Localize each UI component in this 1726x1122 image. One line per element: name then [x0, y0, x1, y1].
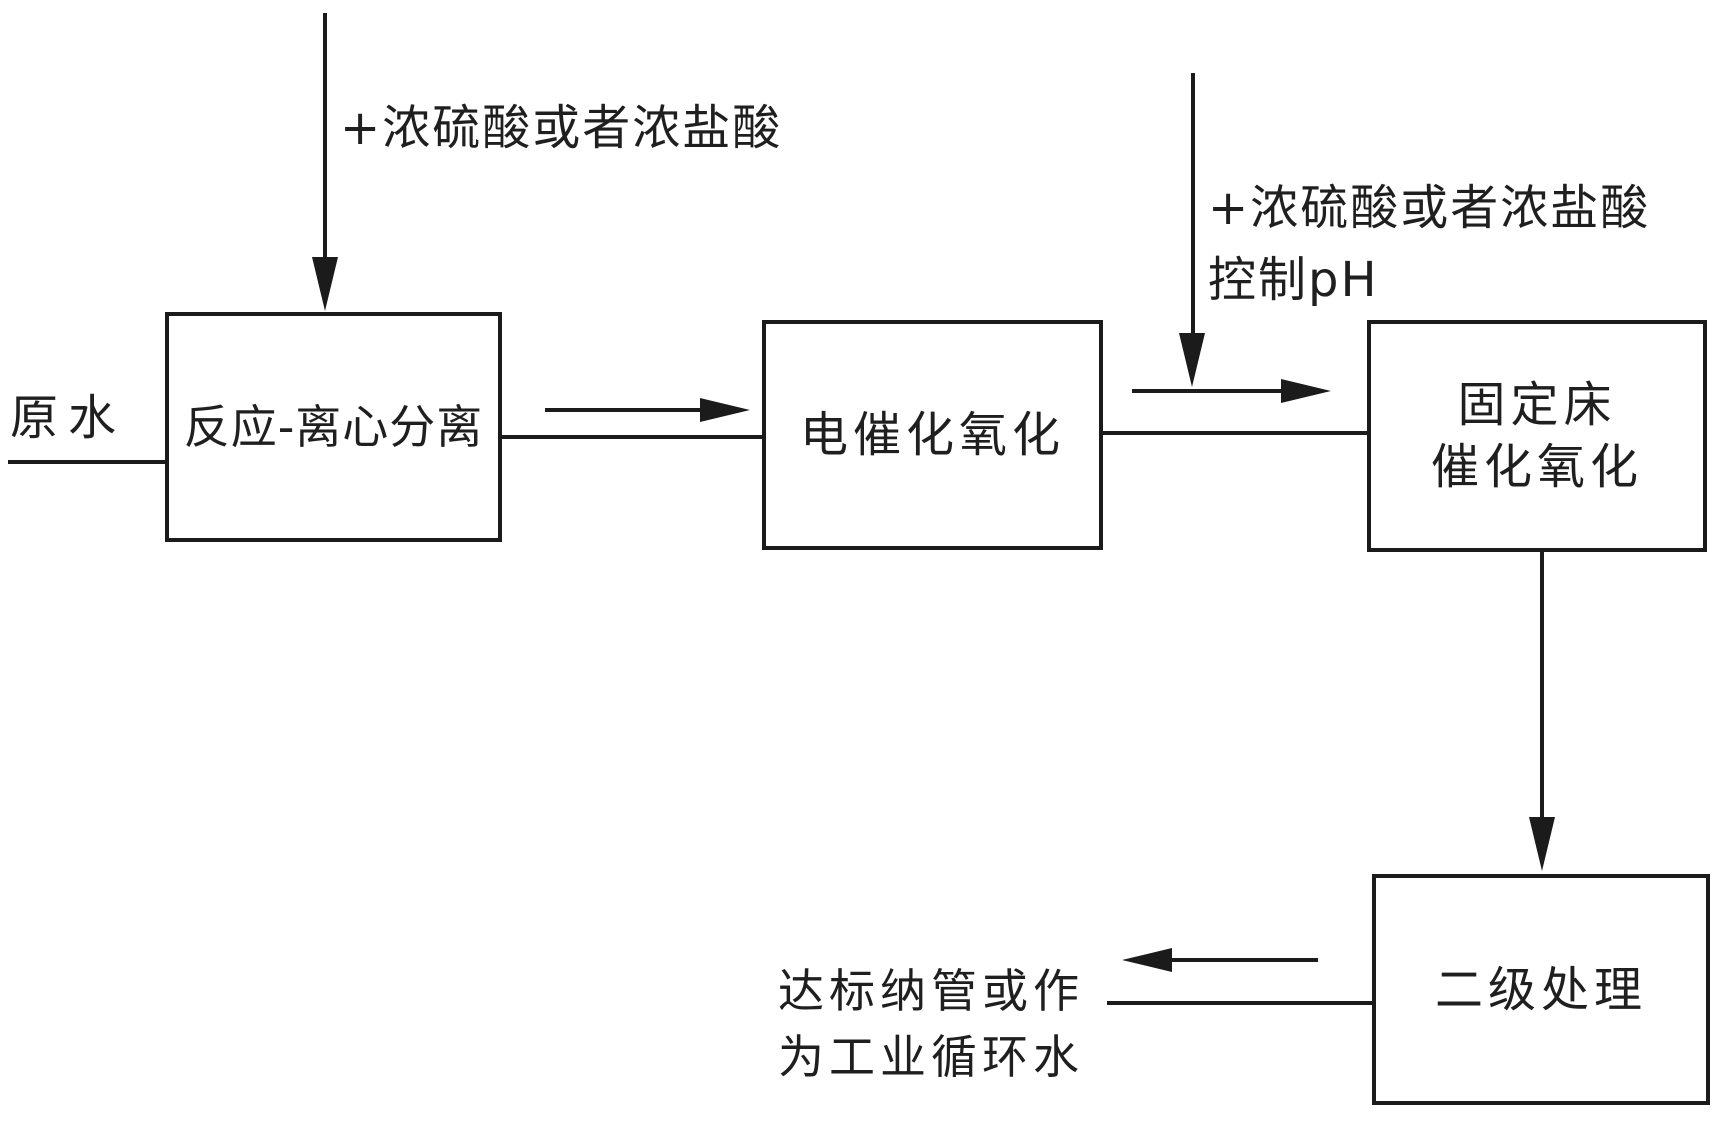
process-box-3-label-line1: 固定床 [1457, 377, 1617, 433]
acid-feed-1-arrowhead-icon [312, 257, 338, 311]
process-box-2-label: 电催化氧化 [799, 407, 1065, 463]
process-box-reaction-centrifugal-separation: 反应-离心分离 [165, 312, 502, 542]
acid-feed-1-text: +浓硫酸或者浓盐酸 [340, 100, 783, 156]
connector-box1-box2-arrowhead-icon [700, 398, 750, 422]
acid-feed-1-label: +浓硫酸或者浓盐酸 [340, 92, 782, 164]
acid-feed-2-text-line1: +浓硫酸或者浓盐酸 [1208, 180, 1651, 236]
raw-water-label: 原水 [10, 382, 126, 454]
outflow-arrow-line [1170, 958, 1318, 962]
process-box-electrocatalytic-oxidation: 电催化氧化 [762, 320, 1103, 550]
outflow-line [1107, 1001, 1372, 1005]
process-box-fixed-bed-catalytic-oxidation: 固定床 催化氧化 [1367, 320, 1707, 552]
outflow-text-line2: 为工业循环水 [778, 1030, 1084, 1084]
connector-box3-box4-arrowhead-icon [1529, 817, 1555, 871]
connector-box2-box3-line [1103, 431, 1367, 435]
process-box-1-label: 反应-离心分离 [183, 400, 484, 454]
process-box-secondary-treatment: 二级处理 [1372, 874, 1710, 1105]
acid-feed-1-line [323, 13, 327, 260]
process-box-4-label: 二级处理 [1434, 961, 1647, 1018]
raw-water-text: 原水 [10, 390, 127, 446]
raw-water-line [8, 460, 167, 464]
connector-box2-box3-arrowhead-icon [1281, 379, 1331, 403]
process-box-3-label-line2: 催化氧化 [1430, 439, 1643, 495]
acid-feed-2-arrowhead-icon [1179, 333, 1205, 387]
connector-box3-box4-line [1540, 552, 1544, 818]
connector-box1-box2-arrow-line [545, 408, 703, 412]
acid-feed-2-label: +浓硫酸或者浓盐酸 控制pH [1208, 172, 1650, 316]
outflow-label: 达标纳管或作 为工业循环水 [778, 958, 1084, 1090]
outflow-arrowhead-icon [1122, 948, 1172, 972]
acid-feed-2-text-line2: 控制pH [1208, 252, 1379, 308]
acid-feed-2-line [1191, 73, 1195, 334]
connector-box1-box2-line [500, 435, 762, 439]
outflow-text-line1: 达标纳管或作 [778, 964, 1084, 1018]
connector-box2-box3-arrow-line [1132, 389, 1284, 393]
